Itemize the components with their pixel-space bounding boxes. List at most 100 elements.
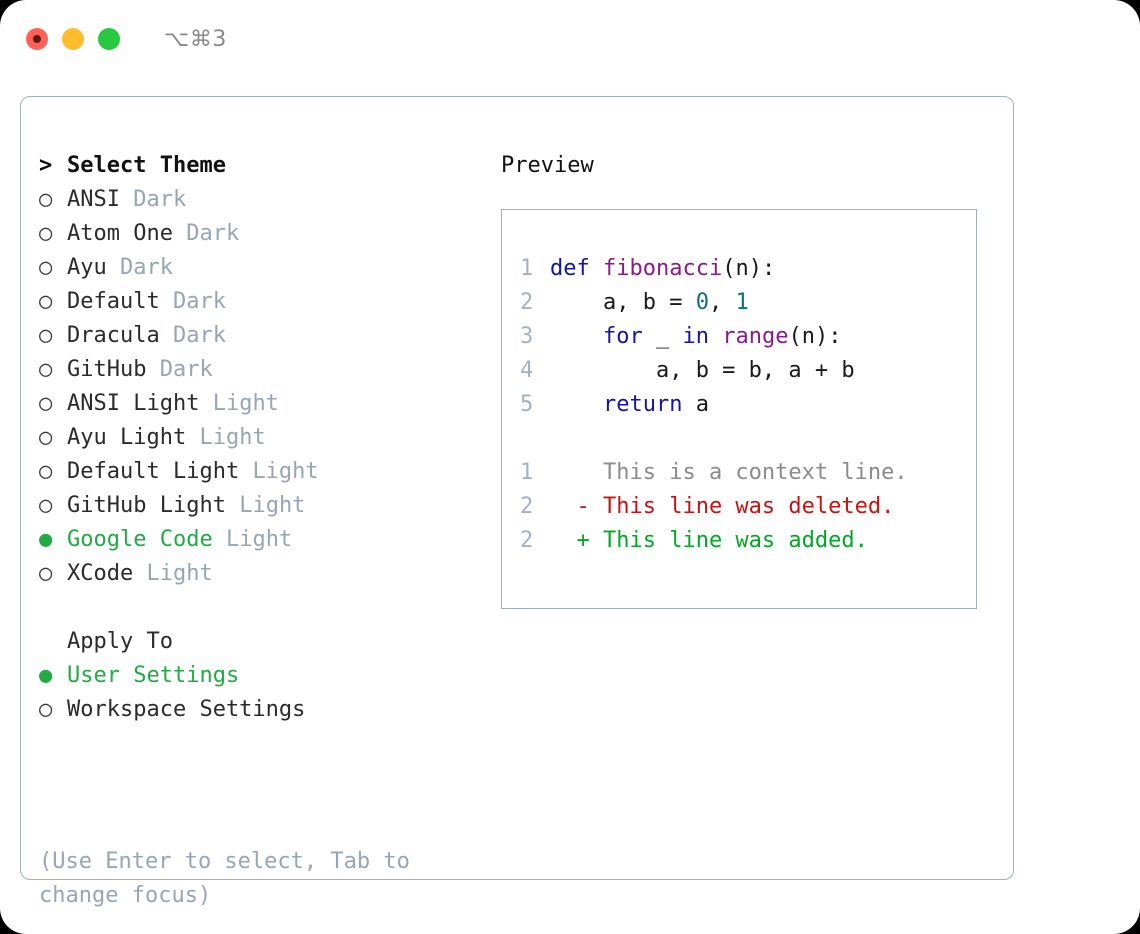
- spacer: [160, 285, 173, 319]
- spacer: [146, 353, 159, 387]
- theme-kind-label: Light: [252, 459, 319, 484]
- theme-list-item[interactable]: ○Atom One Dark: [39, 217, 499, 251]
- line-number: 4: [520, 358, 534, 383]
- line-number: 2: [520, 528, 534, 553]
- theme-name: Dracula: [67, 323, 160, 348]
- code-line: 2 a, b = 0, 1: [520, 286, 968, 320]
- diff-sign: +: [550, 528, 603, 553]
- code-tokens: def fibonacci(n):: [550, 252, 775, 286]
- code-token: for: [602, 324, 643, 349]
- theme-kind-label: Dark: [159, 357, 213, 382]
- code-token: a, b = b, a + b: [550, 358, 855, 383]
- apply-to-label: User Settings: [67, 663, 240, 688]
- radio-unselected-icon: ○: [39, 289, 53, 314]
- line-number: 1: [520, 460, 534, 485]
- radio-selected-icon: ●: [39, 663, 53, 688]
- theme-list-item[interactable]: ○ Default Dark: [39, 285, 499, 319]
- apply-to-label: Workspace Settings: [67, 697, 306, 722]
- diff-sign: -: [550, 494, 603, 519]
- radio-unselected-icon: ○: [39, 323, 53, 348]
- diff-line: 1 This is a context line.: [520, 456, 968, 490]
- theme-name: Default Light: [67, 459, 240, 484]
- code-token: range: [722, 324, 789, 349]
- code-token: def: [550, 256, 590, 281]
- spacer: [199, 387, 212, 421]
- theme-kind-label: Dark: [172, 323, 226, 348]
- theme-kind-label: Dark: [172, 289, 226, 314]
- code-tokens: a, b = b, a + b: [550, 354, 855, 388]
- theme-list-item[interactable]: ○GitHub Light Light: [39, 489, 499, 523]
- theme-name: Ayu: [67, 255, 107, 280]
- theme-kind-label: Light: [146, 561, 213, 586]
- theme-list-item[interactable]: ○XCode Light: [39, 557, 499, 591]
- minimize-window-button[interactable]: [62, 28, 84, 50]
- theme-list-item[interactable]: ○GitHub Dark: [39, 353, 499, 387]
- apply-to-item[interactable]: ○Workspace Settings: [39, 693, 499, 727]
- line-number: 2: [520, 494, 534, 519]
- theme-list: ○ANSI Dark○Atom One Dark○Ayu Dark○Defaul…: [39, 183, 499, 591]
- apply-to-list: ● User Settings ○Workspace Settings: [39, 659, 499, 727]
- theme-name: GitHub Light: [67, 493, 226, 518]
- line-number: 5: [520, 392, 534, 417]
- diff-line: 2 + This line was added.: [520, 524, 968, 558]
- apply-to-item[interactable]: ● User Settings: [39, 659, 499, 693]
- radio-selected-icon: ●: [39, 527, 53, 552]
- theme-kind-label: Dark: [120, 255, 173, 280]
- theme-list-item[interactable]: ○ Dracula Dark: [39, 319, 499, 353]
- apply-to-header: Apply To: [39, 625, 499, 659]
- theme-kind-label: Light: [199, 425, 266, 450]
- diff-text: This line was added.: [602, 528, 868, 553]
- section-spacer: [39, 591, 499, 625]
- theme-name: ANSI Light: [67, 391, 200, 416]
- theme-list-item[interactable]: ○Ayu Dark: [39, 251, 499, 285]
- spacer: [107, 251, 120, 285]
- maximize-window-button[interactable]: [98, 28, 120, 50]
- code-token: a: [682, 392, 709, 417]
- radio-unselected-icon: ○: [39, 425, 53, 450]
- code-token: in: [682, 324, 709, 349]
- theme-selector-column: > Select Theme ○ANSI Dark○Atom One Dark○…: [39, 149, 499, 727]
- code-token: ,: [708, 290, 736, 315]
- radio-unselected-icon: ○: [39, 493, 53, 518]
- spacer: [186, 421, 199, 455]
- code-token: [550, 324, 603, 349]
- diff-sign: [550, 456, 603, 490]
- diff-text: This is a context line.: [602, 460, 908, 485]
- main-panel: > Select Theme ○ANSI Dark○Atom One Dark○…: [20, 96, 1014, 908]
- code-token: a, b =: [550, 290, 696, 315]
- radio-unselected-icon: ○: [39, 221, 53, 246]
- diff-line: 2 - This line was deleted.: [520, 490, 968, 524]
- radio-unselected-icon: ○: [39, 391, 53, 416]
- keyboard-shortcut-label: ⌥⌘3: [164, 26, 227, 52]
- theme-list-item[interactable]: ○ Ayu Light Light: [39, 421, 499, 455]
- keyboard-hint: (Use Enter to select, Tab to change focu…: [39, 849, 410, 908]
- code-token: _: [642, 324, 683, 349]
- theme-list-item[interactable]: ○Default Light Light: [39, 455, 499, 489]
- spacer: [239, 455, 252, 489]
- select-theme-header: > Select Theme: [39, 149, 499, 183]
- select-theme-title: Select Theme: [67, 153, 226, 178]
- theme-list-item[interactable]: ○ANSI Light Light: [39, 387, 499, 421]
- spacer: [173, 217, 186, 251]
- theme-name: Ayu Light: [67, 425, 187, 450]
- code-line: 4 a, b = b, a + b: [520, 354, 968, 388]
- diff-text: This line was deleted.: [602, 494, 895, 519]
- spacer: [213, 523, 226, 557]
- theme-list-item[interactable]: ○ANSI Dark: [39, 183, 499, 217]
- theme-list-item[interactable]: ●Google Code Light: [39, 523, 499, 557]
- radio-unselected-icon: ○: [39, 561, 53, 586]
- close-window-button[interactable]: [26, 28, 48, 50]
- theme-name: Default: [67, 289, 160, 314]
- radio-unselected-icon: ○: [39, 357, 53, 382]
- theme-kind-label: Dark: [133, 187, 187, 212]
- code-token: return: [602, 392, 683, 417]
- line-number: 3: [520, 324, 534, 349]
- code-token: 1: [735, 290, 749, 315]
- traffic-light-group: [26, 28, 120, 50]
- theme-kind-label: Dark: [186, 221, 240, 246]
- line-number: 2: [520, 290, 534, 315]
